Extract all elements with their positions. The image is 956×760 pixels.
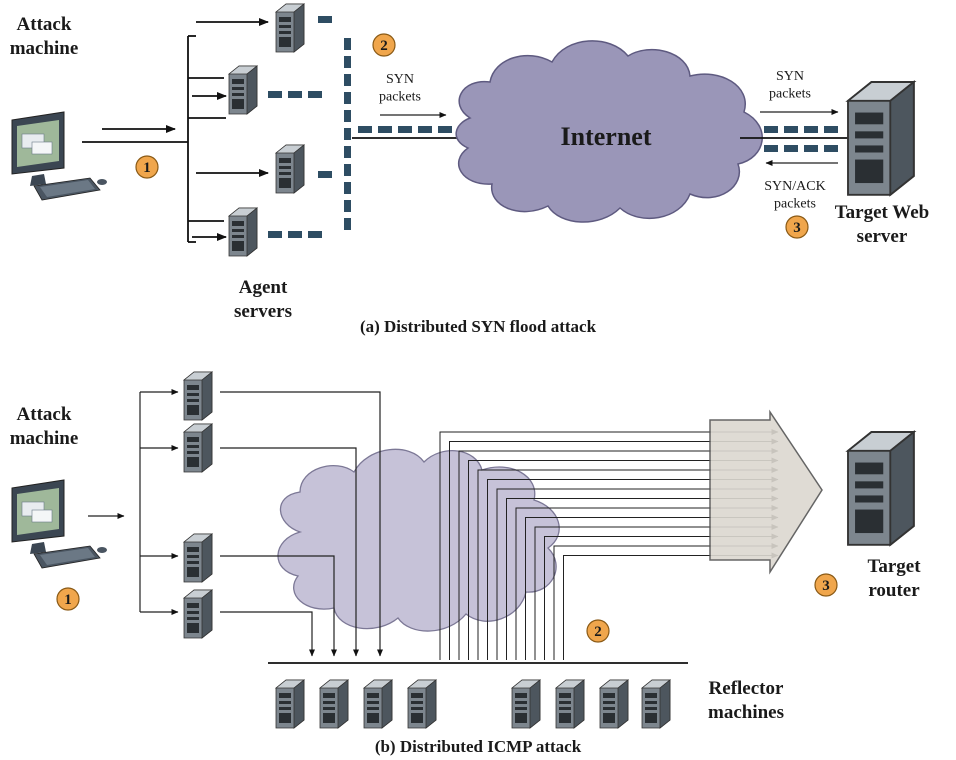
reflected-traffic-line	[534, 524, 779, 660]
agent-server-4-icon	[228, 207, 258, 257]
caption-b: (b) Distributed ICMP attack	[375, 737, 582, 756]
reflected-traffic-line	[468, 457, 779, 660]
reflected-traffic-line	[487, 476, 779, 660]
step-1-a-text: 1	[143, 160, 151, 176]
step-3-a-text: 3	[793, 220, 801, 236]
agent-server-3-icon	[275, 144, 305, 194]
reflector-4-icon	[407, 679, 437, 729]
step-3-b-badge	[814, 573, 838, 597]
attack-computer-b-icon	[11, 479, 108, 569]
reflector-2-icon	[319, 679, 349, 729]
step-2-a-badge	[372, 33, 396, 57]
agent-server-2-icon	[228, 65, 258, 115]
internet-cloud	[455, 40, 763, 223]
step-1-a-badge	[135, 155, 159, 179]
reflected-traffic-line	[553, 543, 779, 660]
reflected-traffic-line	[449, 438, 779, 660]
reflected-traffic-line	[477, 467, 779, 660]
target-web-server-icon	[846, 80, 915, 196]
reflected-traffic-line	[506, 495, 779, 660]
reflector-1-icon	[275, 679, 305, 729]
step-1-b-badge	[56, 587, 80, 611]
reflected-traffic-line	[458, 448, 779, 660]
flood-arrow	[709, 409, 823, 575]
step-3-a-badge	[785, 215, 809, 239]
agent-b-3-icon	[183, 533, 213, 583]
attack-computer-a-icon	[11, 111, 108, 201]
reflected-traffic-lines	[439, 429, 779, 660]
reflected-traffic-line	[496, 486, 779, 660]
step-2-b-text: 2	[594, 624, 602, 640]
reflector-8-icon	[641, 679, 671, 729]
reflector-7-icon	[599, 679, 629, 729]
reflector-5-icon	[511, 679, 541, 729]
agent-b-2-icon	[183, 423, 213, 473]
network-cloud-b	[277, 448, 560, 632]
packet-column-a	[344, 38, 351, 230]
step-1-b-text: 1	[64, 592, 72, 608]
reflected-traffic-line	[439, 429, 779, 660]
reflected-traffic-line	[544, 533, 779, 660]
caption-a: (a) Distributed SYN flood attack	[360, 317, 597, 336]
agent-b-4-icon	[183, 589, 213, 639]
agent-b-1-icon	[183, 371, 213, 421]
step-2-b-badge	[586, 619, 610, 643]
reflector-3-icon	[363, 679, 393, 729]
target-router-icon	[846, 430, 915, 546]
agent-server-1-icon	[275, 3, 305, 53]
reflector-6-icon	[555, 679, 585, 729]
step-2-a-text: 2	[380, 38, 388, 54]
step-3-b-text: 3	[822, 578, 830, 594]
reflected-traffic-line	[515, 505, 779, 660]
reflected-traffic-line	[525, 514, 779, 660]
internet-label: Internet	[561, 122, 652, 151]
reflected-traffic-line	[563, 552, 779, 660]
